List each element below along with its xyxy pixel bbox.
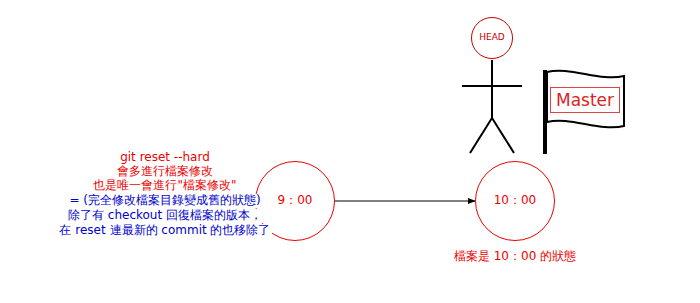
annotation-text: 在 reset 連最新的 commit 的也移除了 xyxy=(58,224,271,238)
annotation-text: 也是唯一會進行"檔案修改" xyxy=(92,179,237,193)
figure-leg xyxy=(470,118,492,153)
flag-cloth xyxy=(547,71,624,128)
annotation-text: 除了有 checkout 回復檔案的版本， xyxy=(67,209,263,223)
commit-circle: 10：00 xyxy=(475,161,555,241)
flag-label-box: Master xyxy=(550,87,620,114)
arrow-connector xyxy=(335,201,475,202)
flag xyxy=(545,70,624,154)
figure-leg xyxy=(492,118,514,153)
node-text: 9：00 xyxy=(278,194,313,207)
node-text: Master xyxy=(556,91,614,110)
node-text: 10：00 xyxy=(494,194,537,207)
figure-arms xyxy=(462,85,522,87)
annotation-text: 檔案是 10：00 的狀態 xyxy=(453,250,577,264)
figure-body xyxy=(491,60,493,118)
annotation-text: = (完全修改檔案目錄變成舊的狀態) xyxy=(68,194,261,208)
node-text: HEAD xyxy=(479,33,505,43)
annotation-text: 會多進行檔案修改 xyxy=(116,165,214,179)
stick-figure xyxy=(462,60,522,153)
head-circle: HEAD xyxy=(471,17,513,59)
annotation-text: git reset --hard xyxy=(119,151,211,165)
